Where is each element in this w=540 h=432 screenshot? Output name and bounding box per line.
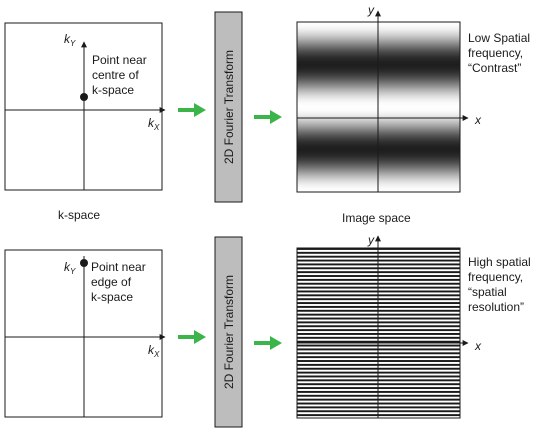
kspace-section-label: k-space <box>58 208 100 222</box>
top-transform-box: 2D Fourier Transform <box>214 11 243 203</box>
bottom-ky-label: kY <box>64 260 76 276</box>
bottom-arrow-in-icon <box>194 330 206 344</box>
top-kspace-point-label: Point near centre of k-space <box>92 53 150 97</box>
top-image-panel: x y Low Spatial frequency, “Contrast” <box>296 3 533 193</box>
top-x-label: x <box>474 113 482 127</box>
bottom-arrow-out-icon <box>270 336 282 350</box>
bottom-image-caption: High spatial frequency, “spatial resolut… <box>468 255 534 314</box>
bottom-transform-rect <box>214 236 243 428</box>
top-kspace-panel: kX kY Point near centre of k-space <box>4 22 166 191</box>
bottom-transform-box: 2D Fourier Transform <box>214 236 243 428</box>
top-image-caption: Low Spatial frequency, “Contrast” <box>468 31 533 75</box>
bottom-image-panel: x y High spatial frequency, “spatial res… <box>296 233 534 419</box>
top-arrow-out-icon <box>270 110 282 124</box>
bottom-kx-label: kX <box>148 343 160 359</box>
bottom-row: kX kY Point near edge of k-space 2D Four… <box>4 233 534 428</box>
bottom-kspace-point-label: Point near edge of k-space <box>91 260 149 304</box>
top-transform-label: 2D Fourier Transform <box>222 50 236 164</box>
bottom-y-label: y <box>367 233 375 247</box>
bottom-kspace-point <box>80 259 88 267</box>
top-kx-label: kX <box>148 116 160 132</box>
image-space-section-label: Image space <box>342 211 411 225</box>
top-arrow-in-icon <box>194 103 206 117</box>
top-kspace-point <box>80 93 88 101</box>
bottom-transform-label: 2D Fourier Transform <box>222 275 236 389</box>
top-ky-label: kY <box>64 32 76 48</box>
top-row: kX kY Point near centre of k-space 2D Fo… <box>4 3 533 203</box>
top-y-label: y <box>367 3 375 17</box>
bottom-x-label: x <box>474 339 482 353</box>
bottom-kspace-panel: kX kY Point near edge of k-space <box>4 249 166 418</box>
top-transform-rect <box>214 11 243 203</box>
